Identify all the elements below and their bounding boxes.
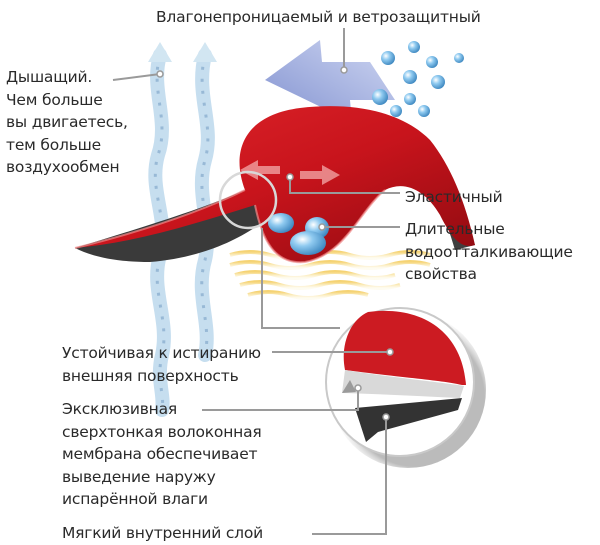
label-waterproof-windproof: Влагонепроницаемый и ветрозащитный (156, 8, 481, 26)
label-line: воздухообмен (6, 158, 120, 176)
label-line: Дышащий. (6, 68, 93, 86)
elastic-arrows (240, 160, 340, 185)
label-line: Чем больше (6, 90, 103, 109)
label-abrasion-resistant: Устойчивая к истиранию внешняя поверхнос… (62, 342, 261, 387)
heat-waves (229, 250, 431, 300)
label-line: Устойчивая к истиранию (62, 344, 261, 362)
fabric-top (75, 106, 475, 263)
vapor-column-right (193, 42, 217, 362)
leader-dots (156, 66, 394, 421)
label-line: внешняя поверхность (62, 366, 239, 385)
label-membrane: Эксклюзивная сверхтонкая волоконная мемб… (62, 398, 262, 511)
label-water-repellent: Длительные водоотталкивающие свойства (405, 218, 573, 286)
label-line: Эластичный (405, 188, 503, 206)
magnifier-ring (218, 170, 278, 230)
label-line: водоотталкивающие (405, 242, 573, 261)
label-line: выведение наружу (62, 467, 216, 486)
label-inner-layer: Мягкий внутренний слой (62, 522, 263, 545)
detail-zoom-circle (325, 307, 486, 468)
label-line: вы двигаетесь, (6, 113, 128, 131)
label-line: мембрана обеспечивает (62, 445, 258, 463)
label-line: тем больше (6, 135, 101, 154)
wind-arrow-icon (265, 40, 395, 122)
leader-lines (112, 28, 400, 535)
label-line: сверхтонкая волоконная (62, 422, 262, 441)
label-breathable: Дышащий. Чем больше вы двигаетесь, тем б… (6, 66, 128, 179)
label-elastic: Эластичный (405, 186, 503, 209)
water-drops (372, 41, 464, 117)
label-line: Эксклюзивная (62, 400, 178, 418)
label-line: свойства (405, 265, 477, 283)
water-beads (268, 213, 329, 255)
label-line: Длительные (405, 220, 505, 238)
label-line: Мягкий внутренний слой (62, 524, 264, 542)
label-line: испарённой влаги (62, 490, 208, 508)
